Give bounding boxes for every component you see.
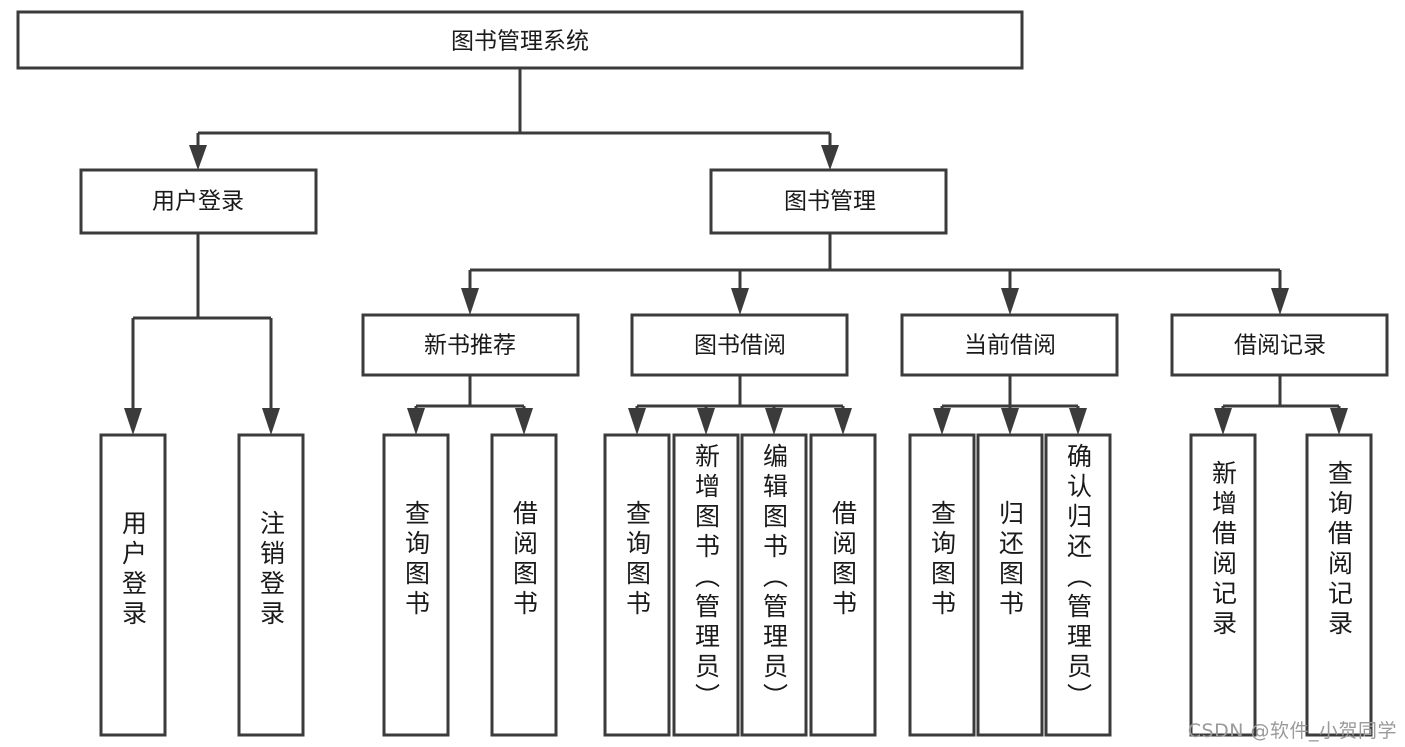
leaf-box-return-book[interactable]: [976, 433, 1044, 737]
node-new-book-recommend-label: 新书推荐: [424, 333, 516, 359]
csdn-watermark: CSDN @软件_小贺同学: [1187, 720, 1397, 742]
node-user-login-box[interactable]: [79, 168, 318, 235]
node-current-borrow-label: 当前借阅: [964, 333, 1056, 359]
leaf-box-borrow-book[interactable]: [809, 433, 877, 737]
node-user-login-label: 用户登录: [152, 189, 244, 215]
leaf-box-query-borrow-record[interactable]: [1305, 433, 1373, 737]
node-root-box[interactable]: [16, 10, 1024, 70]
leaf-box-confirm-return-admin[interactable]: [1044, 433, 1112, 737]
arrow-head-newbook: [461, 288, 479, 315]
leaf-box-borrow-books-recommend[interactable]: [490, 433, 558, 737]
leaf-box-add-borrow-record[interactable]: [1189, 433, 1257, 737]
arrow-head-to-login: [189, 145, 207, 170]
node-book-management-box[interactable]: [709, 168, 948, 235]
node-current-borrow-box[interactable]: [900, 313, 1119, 377]
arrow-head-borrow: [731, 288, 749, 315]
leaf-box-query-books-borrow[interactable]: [603, 433, 671, 737]
leaf-box-logout[interactable]: [237, 433, 305, 737]
arrow-head-to-bookmgmt: [821, 145, 839, 170]
leaf-box-query-books-recommend[interactable]: [382, 433, 450, 737]
arrow-head-leaf-10: [1001, 408, 1019, 435]
node-borrow-records-label: 借阅记录: [1234, 333, 1326, 359]
leaf-box-user-login[interactable]: [99, 433, 167, 737]
arrow-head-leaf-5: [628, 408, 646, 435]
node-book-borrow-box[interactable]: [630, 313, 849, 377]
node-book-borrow-label: 图书借阅: [694, 333, 786, 359]
node-root-label: 图书管理系统: [451, 29, 589, 55]
arrow-head-leaf-7: [765, 408, 783, 435]
node-borrow-records-box[interactable]: [1170, 313, 1389, 377]
arrow-head-leaf-8: [834, 408, 852, 435]
leaf-box-add-book-admin[interactable]: [672, 433, 740, 737]
arrow-head-leaf-6: [697, 408, 715, 435]
node-new-book-recommend-box[interactable]: [361, 313, 580, 377]
leaf-box-query-books-current[interactable]: [908, 433, 976, 737]
arrow-head-leaf-4: [515, 408, 533, 435]
arrow-head-current: [1001, 288, 1019, 315]
arrow-head-leaf-12: [1214, 408, 1232, 435]
arrow-head-leaf-1: [124, 408, 142, 435]
arrow-head-leaf-2: [262, 408, 280, 435]
leaf-box-edit-book-admin[interactable]: [740, 433, 808, 737]
arrow-head-leaf-13: [1330, 408, 1348, 435]
arrow-head-leaf-9: [933, 408, 951, 435]
arrow-head-leaf-11: [1069, 408, 1087, 435]
arrow-head-leaf-3: [407, 408, 425, 435]
node-book-management-label: 图书管理: [784, 189, 876, 215]
arrow-head-records: [1271, 288, 1289, 315]
